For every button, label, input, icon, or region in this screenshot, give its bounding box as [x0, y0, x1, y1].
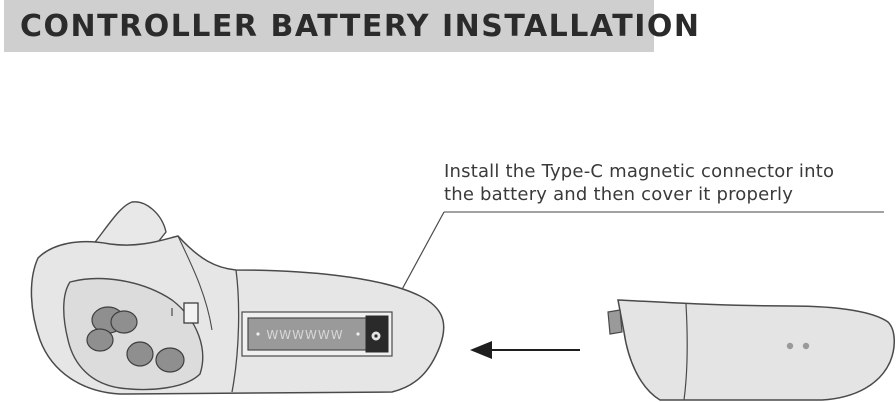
battery-dot-left	[256, 332, 260, 336]
page-title: CONTROLLER BATTERY INSTALLATION	[20, 9, 701, 44]
face-button-center	[110, 310, 138, 334]
face-button-left	[86, 328, 114, 352]
battery-cover-dot-right	[802, 342, 810, 350]
controller-body: WWWWWW	[30, 201, 445, 395]
battery-cover	[607, 299, 895, 401]
battery-dot-right	[356, 332, 360, 336]
face-button-mid	[126, 341, 154, 367]
type-c-connector-pin	[374, 334, 378, 338]
battery-label: WWWWWW	[266, 328, 343, 342]
controller-trigger	[90, 201, 167, 253]
power-switch	[183, 302, 199, 324]
face-button-right	[155, 347, 185, 373]
callout-line-2: the battery and then cover it properly	[444, 184, 794, 205]
controller-bay-seam	[177, 235, 213, 331]
battery-cover-shell	[617, 299, 895, 401]
callout-text: Install the Type-C magnetic connector in…	[444, 160, 884, 206]
callout-line-1: Install the Type-C magnetic connector in…	[444, 161, 835, 182]
controller-seam	[231, 269, 240, 393]
insert-arrow	[470, 341, 580, 359]
title-band: CONTROLLER BATTERY INSTALLATION	[4, 0, 699, 52]
battery-cover-dot-left	[786, 342, 794, 350]
battery-cover-edge	[683, 303, 688, 401]
battery-cover-latch	[607, 309, 623, 335]
